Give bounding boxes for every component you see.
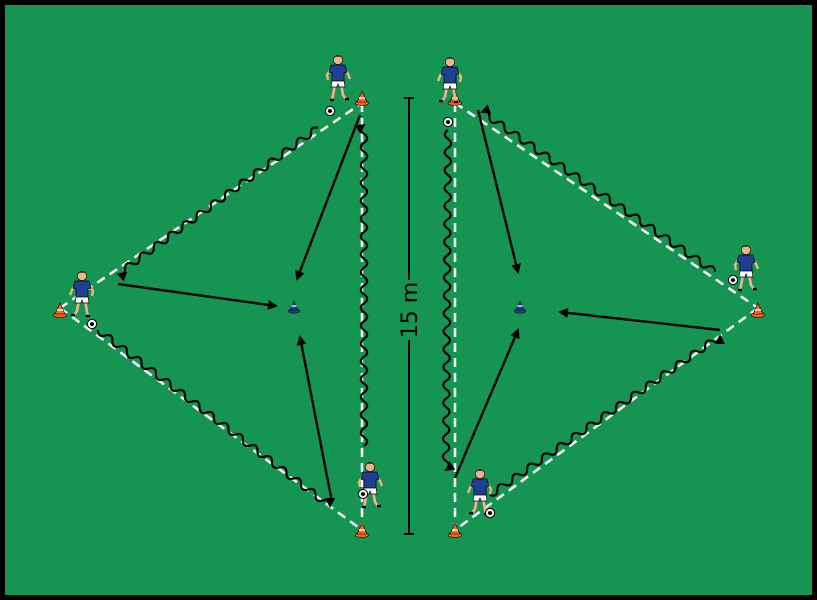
ball-icon (357, 488, 369, 500)
player-icon (325, 55, 352, 102)
ball-icon (727, 274, 739, 286)
pass-arrows (117, 109, 721, 503)
distance-measure: 15 m (398, 97, 423, 535)
players (68, 55, 760, 516)
marker-cone-icon (513, 300, 527, 314)
marker-cone-icon (287, 300, 301, 314)
field-lines (59, 101, 759, 532)
measure-label-bg (398, 280, 420, 340)
distance-label: 15 m (398, 282, 423, 338)
player-icon (68, 271, 95, 318)
player-icon (436, 57, 463, 104)
player-icon (357, 462, 384, 509)
pass-arrow (117, 282, 278, 310)
dribble-paths (96, 104, 725, 508)
cone-icon (750, 302, 766, 318)
dribble-path (116, 126, 319, 282)
cone-icon (447, 522, 463, 538)
ball-icon (484, 507, 496, 519)
cone-icon (354, 90, 370, 106)
pass-arrow (296, 335, 334, 503)
ball-icon (324, 105, 336, 117)
cone-icon (52, 302, 68, 318)
left-diamond-bottom-line (59, 306, 363, 532)
pass-arrow (295, 114, 362, 281)
dribble-path (441, 129, 456, 472)
ball-icon (442, 116, 454, 128)
player-icon (733, 245, 760, 292)
ball-icon (86, 318, 98, 330)
balls (86, 105, 739, 519)
dribble-path (489, 334, 725, 497)
right-diamond-top-line (454, 101, 759, 310)
dribble-path (96, 329, 336, 508)
dribble-path (354, 123, 369, 447)
player-icon (466, 469, 493, 516)
right-diamond-bottom-line (454, 306, 759, 532)
pass-arrow (453, 328, 520, 479)
pass-arrow (476, 109, 521, 274)
cone-icon (354, 522, 370, 538)
pass-arrow (558, 307, 721, 332)
marker-cones (287, 300, 527, 314)
dribble-path (480, 104, 717, 273)
